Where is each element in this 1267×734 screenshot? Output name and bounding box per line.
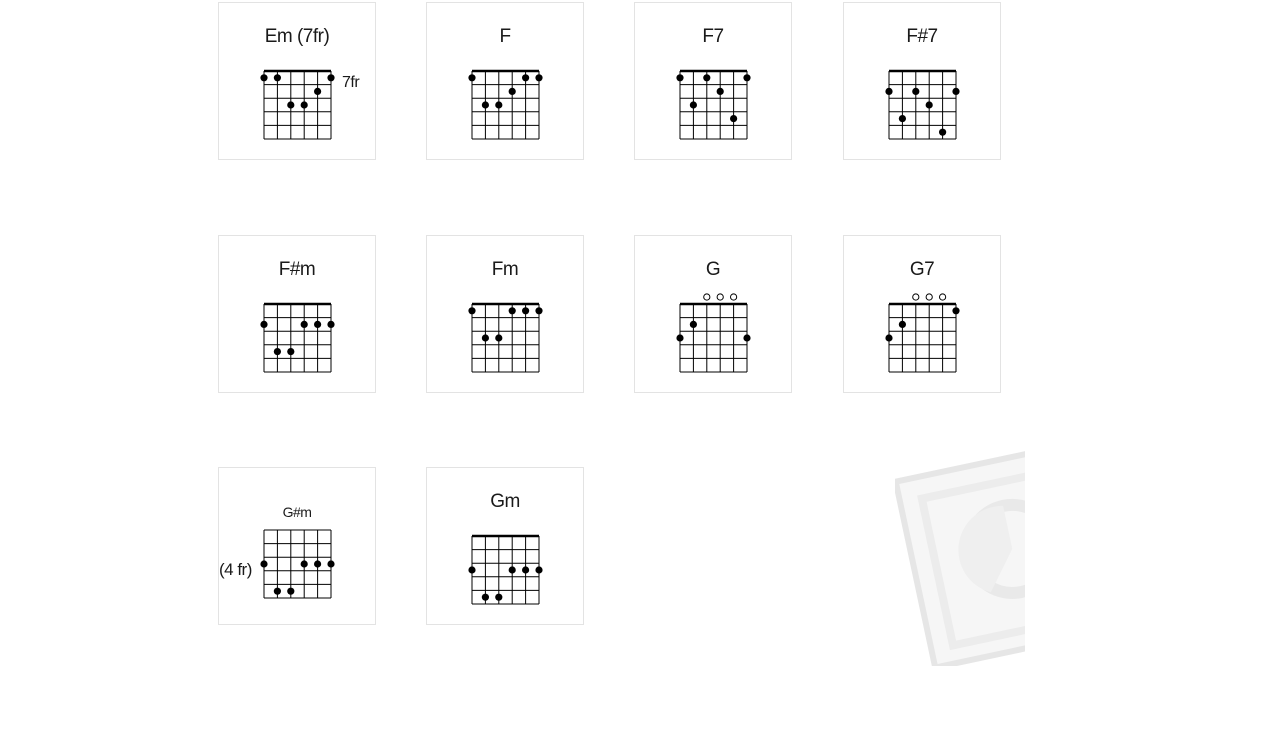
chord-name: F#m [278, 259, 316, 280]
finger-dot [327, 560, 335, 568]
finger-dot [468, 566, 476, 574]
finger-dot [716, 87, 724, 95]
open-string-marker [730, 293, 738, 301]
finger-dot [314, 87, 322, 95]
chord-card-f: F [426, 2, 584, 160]
fret-position-label: 7fr [342, 74, 360, 91]
finger-dot [481, 101, 489, 109]
finger-dot [495, 101, 503, 109]
finger-dot [508, 87, 516, 95]
chord-name: G#m [282, 504, 312, 520]
finger-dot [300, 560, 308, 568]
finger-dot [925, 101, 933, 109]
finger-dot [676, 74, 684, 82]
finger-dot [287, 101, 295, 109]
finger-dot [535, 74, 543, 82]
chord-name: F#7 [906, 26, 938, 47]
finger-dot [898, 115, 906, 123]
finger-dot [885, 334, 893, 342]
finger-dot [260, 74, 268, 82]
finger-dot [522, 566, 530, 574]
chord-diagram [676, 293, 751, 373]
open-string-marker [939, 293, 947, 301]
finger-dot [273, 587, 281, 595]
finger-dot [495, 334, 503, 342]
finger-dot [300, 320, 308, 328]
chord-name: Fm [491, 259, 519, 280]
finger-dot [535, 307, 543, 315]
open-string-marker [703, 293, 711, 301]
finger-dot [535, 566, 543, 574]
chord-diagram [260, 69, 335, 140]
finger-dot [885, 87, 893, 95]
finger-dot [260, 320, 268, 328]
finger-dot [273, 74, 281, 82]
chord-diagram [468, 69, 543, 140]
chord-card-gm: Gm [426, 467, 584, 625]
chord-name: Gm [490, 491, 520, 512]
finger-dot [522, 74, 530, 82]
finger-dot [689, 320, 697, 328]
finger-dot [314, 560, 322, 568]
chord-card-g7: G7 [843, 235, 1001, 393]
chord-diagram [885, 293, 960, 373]
chord-diagram [676, 69, 751, 140]
finger-dot [481, 593, 489, 601]
chord-diagram [260, 529, 335, 599]
chord-card-g: G [634, 235, 792, 393]
finger-dot [939, 128, 947, 136]
chord-card-g-sharp-m: G#m (4 fr) [218, 467, 376, 625]
chord-name: G [705, 259, 721, 280]
chord-card-f-sharp-m: F#m [218, 235, 376, 393]
chord-name: Em (7fr) [264, 26, 330, 47]
finger-dot [508, 566, 516, 574]
chord-name: F7 [702, 26, 724, 47]
finger-dot [468, 307, 476, 315]
chord-diagram [468, 302, 543, 373]
finger-dot [287, 587, 295, 595]
finger-dot [314, 320, 322, 328]
finger-dot [522, 307, 530, 315]
chord-diagram [260, 302, 335, 373]
finger-dot [730, 115, 738, 123]
finger-dot [689, 101, 697, 109]
open-string-marker [912, 293, 920, 301]
finger-dot [273, 348, 281, 356]
finger-dot [508, 307, 516, 315]
chord-card-fm: Fm [426, 235, 584, 393]
open-string-marker [925, 293, 933, 301]
chord-card-f7: F7 [634, 2, 792, 160]
watermark-logo-icon [895, 448, 1025, 666]
finger-dot [468, 74, 476, 82]
finger-dot [743, 74, 751, 82]
finger-dot [743, 334, 751, 342]
open-string-marker [716, 293, 724, 301]
finger-dot [481, 334, 489, 342]
fret-position-label: (4 fr) [219, 560, 252, 579]
chord-name: G7 [909, 259, 935, 280]
finger-dot [300, 101, 308, 109]
finger-dot [952, 87, 960, 95]
finger-dot [327, 74, 335, 82]
chord-card-em-7fr: Em (7fr) 7fr [218, 2, 376, 160]
chord-name: F [499, 26, 511, 47]
finger-dot [260, 560, 268, 568]
finger-dot [676, 334, 684, 342]
finger-dot [703, 74, 711, 82]
chord-diagram [885, 69, 960, 140]
finger-dot [495, 593, 503, 601]
finger-dot [287, 348, 295, 356]
finger-dot [952, 307, 960, 315]
chord-card-f-sharp-7: F#7 [843, 2, 1001, 160]
finger-dot [898, 320, 906, 328]
finger-dot [327, 320, 335, 328]
chord-diagram [468, 534, 543, 605]
finger-dot [912, 87, 920, 95]
